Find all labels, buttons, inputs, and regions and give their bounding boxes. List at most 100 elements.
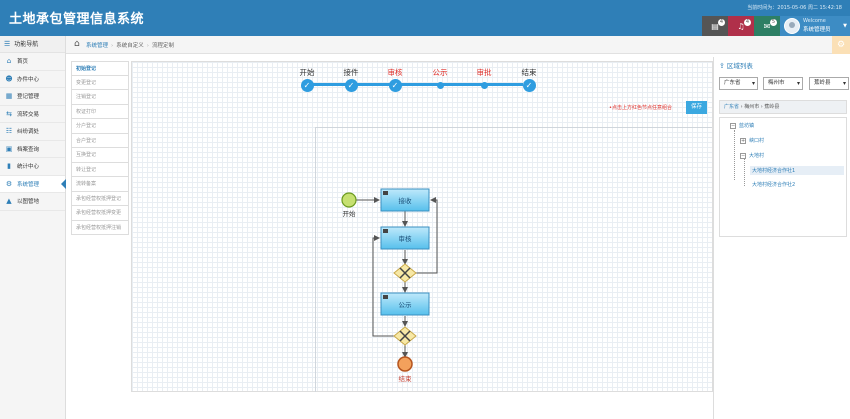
city-select[interactable]: 梅州市 — [763, 77, 803, 90]
notifications-button[interactable]: ♫ 4 — [728, 16, 754, 36]
avatar — [784, 18, 800, 34]
tree-node-root[interactable]: −蓝坊镇 — [730, 122, 755, 129]
tree-node-leaf2[interactable]: 大地村经济合作社2 — [752, 182, 796, 188]
breadcrumb-item[interactable]: 系统自定义 — [116, 43, 144, 49]
tree-node-child2[interactable]: −大地村 — [740, 152, 765, 159]
user-name: 系统管理员 — [803, 27, 831, 33]
list-item[interactable]: 承包经营权抵押登记 — [71, 191, 129, 206]
flow-design-area — [315, 127, 712, 392]
step-approve[interactable]: 审批 — [464, 68, 504, 89]
sidebar-item-dispute[interactable]: ☷纠纷调处 — [0, 123, 65, 141]
sidebar-item-task-center[interactable]: ☻办件中心 — [0, 71, 65, 88]
map-icon: ▲ — [6, 197, 12, 205]
flow-diagram: 开始 接收 审核 公示 结束 — [341, 188, 438, 383]
region-breadcrumb: 广东省 › 梅州市 › 蕉岭县 — [719, 100, 847, 114]
county-select[interactable]: 蕉岭县 — [809, 77, 849, 90]
app-title: 土地承包管理信息系统 — [9, 12, 145, 27]
step-bar: 开始 ✓ 接件 ✓ 审核 ✓ 公示 审批 结束 ✓ — [300, 68, 537, 93]
step-start[interactable]: 开始 ✓ — [299, 68, 315, 92]
check-icon: ✓ — [522, 79, 536, 92]
breadcrumb-item[interactable]: 系统管理 — [86, 43, 109, 49]
step-receive[interactable]: 接件 ✓ — [343, 68, 359, 92]
archive-icon: ▣ — [5, 144, 13, 153]
check-icon: ✓ — [344, 79, 358, 92]
gear-icon: ⚙ — [836, 40, 846, 50]
save-button[interactable]: 保存 — [686, 101, 707, 114]
settings-tab[interactable]: ⚙ — [832, 36, 850, 54]
svg-text:审核: 审核 — [399, 234, 413, 243]
sidebar-item-transfer[interactable]: ⇆流转交易 — [0, 106, 65, 123]
collapse-icon[interactable]: − — [740, 152, 746, 159]
flow-task-receive[interactable]: 接收 — [380, 188, 430, 212]
close-icon — [399, 267, 411, 279]
sidebar: ☰功能导航 ⌂首页 ☻办件中心 ▦登记管理 ⇆流转交易 ☷纠纷调处 ▣档案查询 … — [0, 36, 66, 419]
sidebar-title: ☰功能导航 — [0, 36, 65, 53]
check-icon: ✓ — [388, 79, 402, 92]
users-icon: ☻ — [5, 74, 13, 83]
list-item[interactable]: 承包经营权抵押变更 — [71, 206, 129, 221]
list-item[interactable]: 承包经营权抵押注销 — [71, 220, 129, 235]
flow-task-review[interactable]: 审核 — [380, 226, 430, 250]
flow-gateway-2[interactable] — [393, 326, 417, 346]
user-task-icon — [383, 229, 388, 233]
step-review[interactable]: 审核 ✓ — [387, 68, 403, 92]
sidebar-item-statistics[interactable]: ▮统计中心 — [0, 158, 65, 176]
list-item[interactable]: 转让登记 — [71, 162, 129, 177]
home-icon[interactable]: ⌂ — [74, 39, 80, 49]
list-item[interactable]: 注销登记 — [71, 90, 129, 105]
mail-button[interactable]: ✉ 5 — [754, 16, 780, 36]
check-icon: ✓ — [300, 79, 314, 92]
list-item[interactable]: 初始登记 — [71, 61, 129, 76]
flow-start-node — [341, 192, 357, 208]
chevron-down-icon: ▼ — [843, 23, 847, 29]
messages-badge: 4 — [717, 19, 725, 26]
region-title: ⇪区域列表 — [719, 62, 753, 70]
book-icon: ▦ — [5, 92, 13, 100]
sidebar-item-system[interactable]: ⚙系统管理 — [0, 175, 66, 193]
sidebar-item-registration[interactable]: ▦登记管理 — [0, 88, 65, 106]
list-item[interactable]: 合户登记 — [71, 133, 129, 148]
dispute-icon: ☷ — [5, 127, 13, 135]
tree-node-leaf1[interactable]: 大地村经济合作社1 — [750, 166, 844, 175]
sidebar-item-archive[interactable]: ▣档案查询 — [0, 141, 65, 158]
messages-button[interactable]: ▤ 4 — [702, 16, 728, 36]
breadcrumb-trail: 系统管理›系统自定义›流程定制 — [86, 43, 174, 49]
svg-text:接收: 接收 — [399, 196, 413, 205]
list-icon: ☰ — [4, 40, 11, 48]
bell-icon: ♫ — [737, 21, 745, 31]
home-icon: ⌂ — [6, 57, 12, 65]
sidebar-item-map[interactable]: ▲以图管地 — [0, 193, 65, 211]
user-task-icon — [383, 191, 388, 195]
mail-icon: ✉ — [763, 21, 771, 31]
expand-icon[interactable]: + — [740, 137, 746, 144]
list-item[interactable]: 权证打印 — [71, 104, 129, 119]
current-time: 当前时间为：2015-05-06 周二 15:42:18 — [747, 5, 842, 11]
province-select[interactable]: 广东省 — [719, 77, 758, 90]
user-menu[interactable]: Welcome 系统管理员 ▼ — [780, 16, 850, 36]
step-line — [307, 83, 523, 86]
step-end[interactable]: 结束 ✓ — [521, 68, 537, 92]
flow-task-publicity[interactable]: 公示 — [380, 292, 430, 316]
exchange-icon: ⇆ — [6, 109, 12, 118]
user-task-icon — [383, 295, 388, 299]
sidebar-item-home[interactable]: ⌂首页 — [0, 53, 65, 71]
tree-node-child1[interactable]: +峡口村 — [740, 137, 765, 144]
app-header: 土地承包管理信息系统 当前时间为：2015-05-06 周二 15:42:18 … — [0, 0, 850, 36]
collapse-icon[interactable]: − — [730, 122, 736, 129]
breadcrumb-item: 流程定制 — [151, 43, 174, 49]
step-dot — [436, 82, 444, 89]
notifications-badge: 4 — [743, 19, 751, 26]
step-publicity[interactable]: 公示 — [420, 68, 460, 89]
user-welcome: Welcome — [803, 18, 826, 24]
list-item[interactable]: 流转备案 — [71, 177, 129, 192]
flow-gateway-1[interactable] — [393, 263, 417, 283]
list-item[interactable]: 互换登记 — [71, 148, 129, 163]
list-item[interactable]: 变更登记 — [71, 75, 129, 90]
svg-text:公示: 公示 — [399, 301, 413, 309]
close-icon — [399, 330, 411, 342]
list-item[interactable]: 分户登记 — [71, 119, 129, 134]
flow-start-label: 开始 — [343, 209, 357, 218]
hint-text: •点击上方红色节点任意组合 — [609, 105, 672, 111]
share-icon: ⇪ — [719, 62, 725, 70]
mail-badge: 5 — [769, 19, 777, 26]
